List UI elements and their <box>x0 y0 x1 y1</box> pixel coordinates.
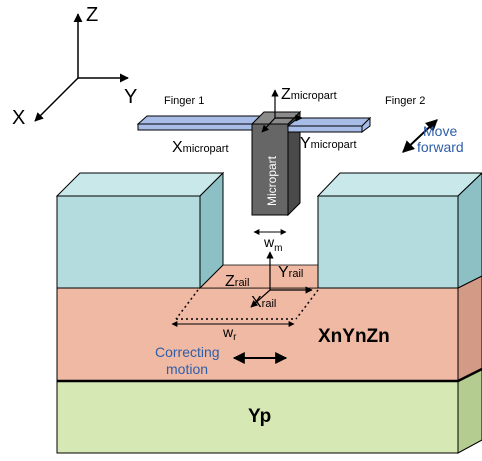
right-block-top <box>316 172 482 197</box>
rail-width-label: wr <box>222 324 237 343</box>
upper-stage-side <box>457 275 482 382</box>
finger-2-label: Finger 2 <box>385 95 425 107</box>
correcting-motion: Correcting motion <box>155 344 288 377</box>
left-block-top <box>55 172 225 197</box>
finger-1 <box>136 115 263 125</box>
micropart: Micropart <box>136 89 372 217</box>
move-forward-label-line1: Move <box>423 123 457 139</box>
rail-frame: Zrail Yrail Xrail wr <box>171 251 319 343</box>
finger-2-front <box>287 125 363 133</box>
finger-2 <box>286 117 372 127</box>
micropart-front <box>251 123 289 216</box>
upper-stage: XnYnZn <box>56 275 482 383</box>
micropart-z-label: Zmicropart <box>281 86 337 103</box>
lower-stage-front <box>56 380 459 454</box>
finger-1-label: Finger 1 <box>164 95 204 107</box>
x-axis-arrow <box>34 77 79 122</box>
correcting-motion-label-line2: motion <box>166 361 208 377</box>
rail-edge-left-dotted <box>175 289 199 320</box>
move-forward: Move forward <box>402 119 464 155</box>
rail-y-label: Yrail <box>278 264 303 281</box>
global-axes: Z Y X <box>12 4 137 129</box>
lower-stage: Yp <box>56 367 482 454</box>
micropart-x-arrow <box>261 117 276 133</box>
rail-z-label: Zrail <box>225 273 249 290</box>
rail-x-label: Xrail <box>251 294 276 311</box>
right-block <box>316 172 482 289</box>
stage-divider-side <box>457 367 482 383</box>
move-forward-label-line2: forward <box>417 139 464 155</box>
move-forward-arrow <box>402 119 438 153</box>
rail-edge-right-dotted <box>295 289 319 320</box>
right-block-front <box>317 195 459 289</box>
correcting-motion-label-line1: Correcting <box>155 344 220 360</box>
micropart-y-label: Ymicropart <box>300 135 357 152</box>
rail-x-arrow <box>250 289 271 308</box>
lower-stage-side <box>457 367 482 454</box>
z-axis-label: Z <box>86 4 98 26</box>
micropart-body-label: Micropart <box>265 155 279 206</box>
finger-1-front <box>137 123 253 131</box>
micropart-x-label: Xmicropart <box>172 139 229 156</box>
lower-stage-label: Yp <box>248 406 271 427</box>
left-block-front <box>56 195 201 289</box>
left-block <box>55 171 225 290</box>
y-axis-label: Y <box>124 86 137 108</box>
micropart-width-label: wm <box>263 234 282 254</box>
x-axis-label: X <box>12 107 25 129</box>
upper-stage-label: XnYnZn <box>318 326 390 347</box>
